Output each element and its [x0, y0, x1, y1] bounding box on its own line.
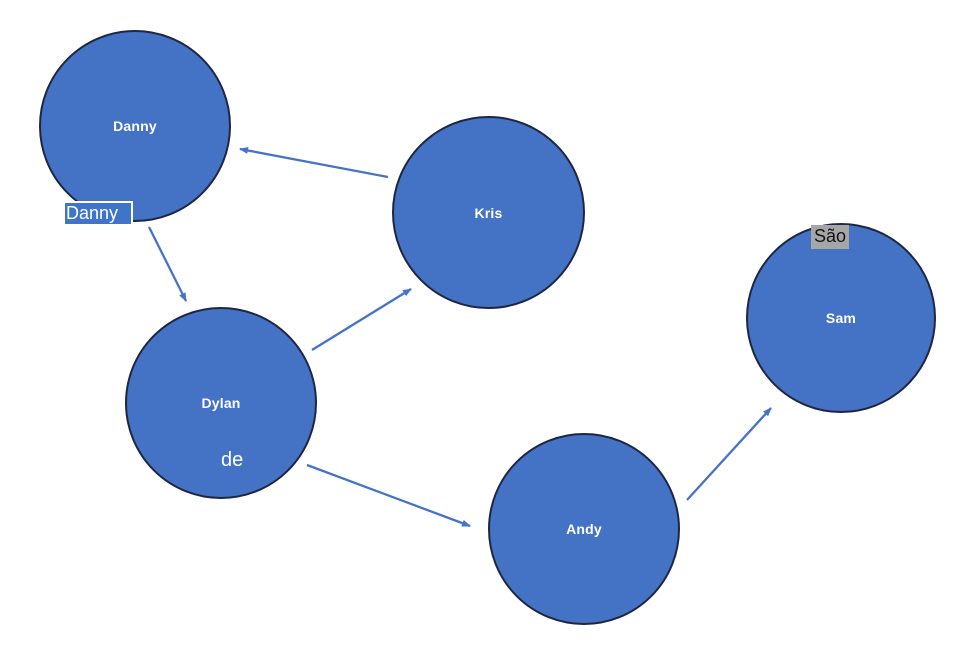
node-sam-label: Sam: [825, 310, 857, 326]
node-dylan[interactable]: Dylan: [125, 307, 317, 499]
node-danny[interactable]: Danny: [39, 30, 231, 222]
node-andy-label: Andy: [566, 521, 602, 537]
edge-dylan-to-kris[interactable]: [311, 288, 412, 351]
edge-danny-to-dylan[interactable]: [147, 226, 188, 302]
node-andy[interactable]: Andy: [488, 433, 680, 625]
node-kris[interactable]: Kris: [392, 116, 585, 309]
edge-andy-to-sam[interactable]: [686, 407, 772, 501]
node-sam[interactable]: Sam: [746, 223, 936, 413]
textbox-de-editing[interactable]: de: [221, 449, 244, 471]
node-kris-label: Kris: [474, 204, 503, 221]
edge-dylan-to-andy[interactable]: [306, 463, 471, 528]
node-dylan-label: Dylan: [201, 395, 241, 411]
selected-text-danny: Danny: [65, 203, 132, 224]
textbox-danny-edit[interactable]: Danny: [62, 201, 134, 227]
node-danny-label: Danny: [113, 118, 157, 134]
textbox-sao-edit[interactable]: São: [811, 225, 850, 249]
edge-kris-to-danny[interactable]: [239, 147, 389, 179]
